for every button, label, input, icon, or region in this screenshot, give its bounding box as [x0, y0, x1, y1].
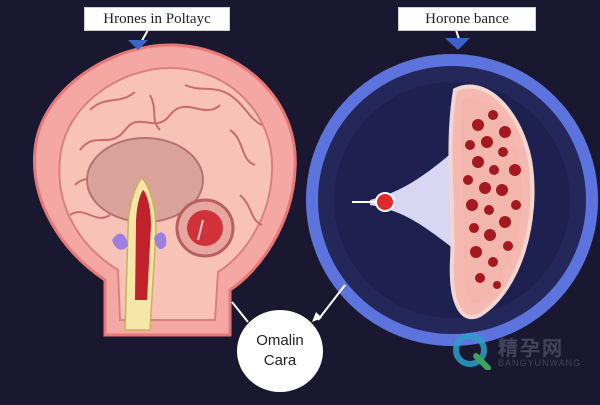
right-top-arrowhead	[445, 38, 470, 50]
label-right-title: Horone bance	[398, 7, 536, 31]
pituitary-purple-right	[154, 232, 167, 250]
gland-cells	[463, 110, 521, 289]
watermark-english: BANGYUNWANG	[498, 358, 582, 368]
bubble-line-1: Omalin	[256, 332, 304, 349]
label-left-title: Hrones in Poltayc	[84, 7, 230, 31]
bubble-arrowhead	[312, 312, 322, 322]
red-node	[375, 192, 395, 212]
caption-bubble: Omalin Cara	[237, 310, 323, 392]
pituitary-red-core	[135, 190, 151, 300]
bubble-line-2: Cara	[263, 352, 297, 369]
watermark-logo-icon	[453, 333, 491, 371]
bubble-pointer-left	[231, 301, 249, 323]
ring-illustration	[306, 54, 598, 346]
watermark-chinese: 精孕网	[498, 336, 564, 360]
watermark: 精孕网 BANGYUNWANG	[452, 330, 592, 374]
left-top-arrowhead	[128, 40, 148, 50]
connector-shape	[370, 150, 470, 250]
arrows	[128, 29, 470, 323]
bubble-pointer-right	[317, 284, 346, 321]
gland-highlight	[197, 219, 204, 241]
brain-folds	[69, 84, 263, 226]
brain-illustration	[32, 43, 297, 337]
pituitary-purple-left	[112, 233, 128, 250]
gland-circle-core	[187, 210, 223, 246]
